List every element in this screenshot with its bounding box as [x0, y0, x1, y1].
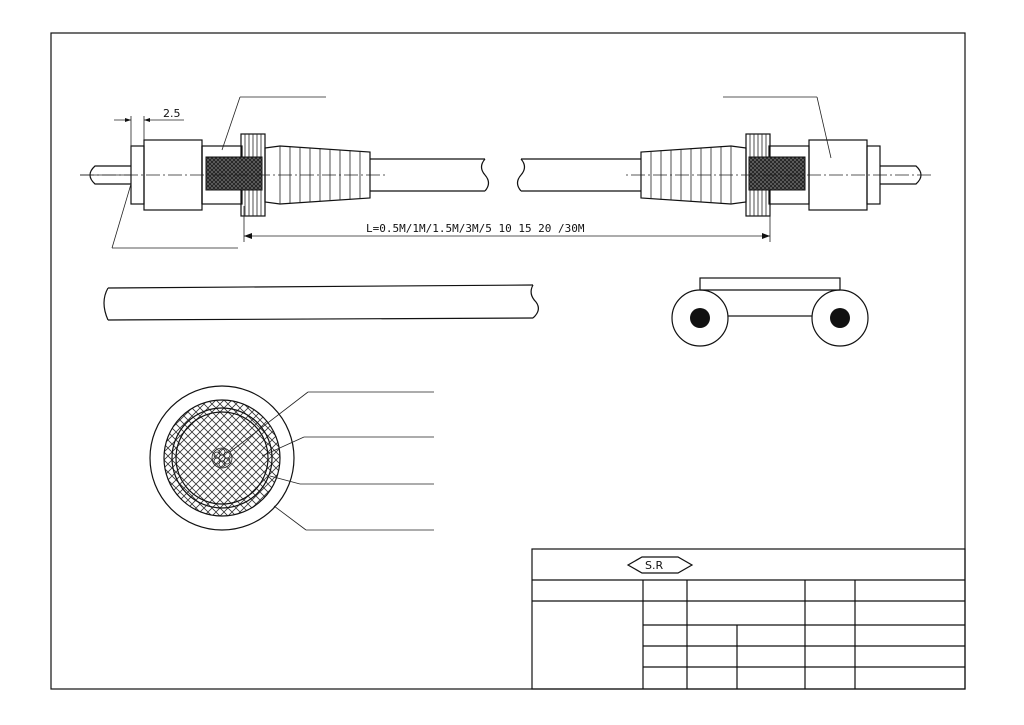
drawing-border [50, 32, 966, 690]
cable-cross-section [149, 385, 434, 531]
plug-end-view [671, 277, 869, 347]
pin-offset-label: 2.5 [163, 107, 181, 120]
cable-side-view [103, 284, 539, 321]
cable-length-dimension: L=0.5M/1M/1.5M/3M/5 10 15 20 /30M [243, 206, 771, 242]
title-block: S.R [531, 548, 966, 690]
company-logo: S.R [626, 556, 694, 574]
logo-text: S.R [645, 559, 663, 572]
cable-length-label: L=0.5M/1M/1.5M/3M/5 10 15 20 /30M [366, 222, 585, 235]
pin-offset-dimension: 2.5 [114, 107, 184, 160]
right-rca-connector [516, 96, 931, 217]
left-rca-connector [80, 96, 490, 249]
left-plug-pin [690, 308, 710, 328]
left-shield-mesh [205, 156, 263, 191]
right-plug-pin [830, 308, 850, 328]
